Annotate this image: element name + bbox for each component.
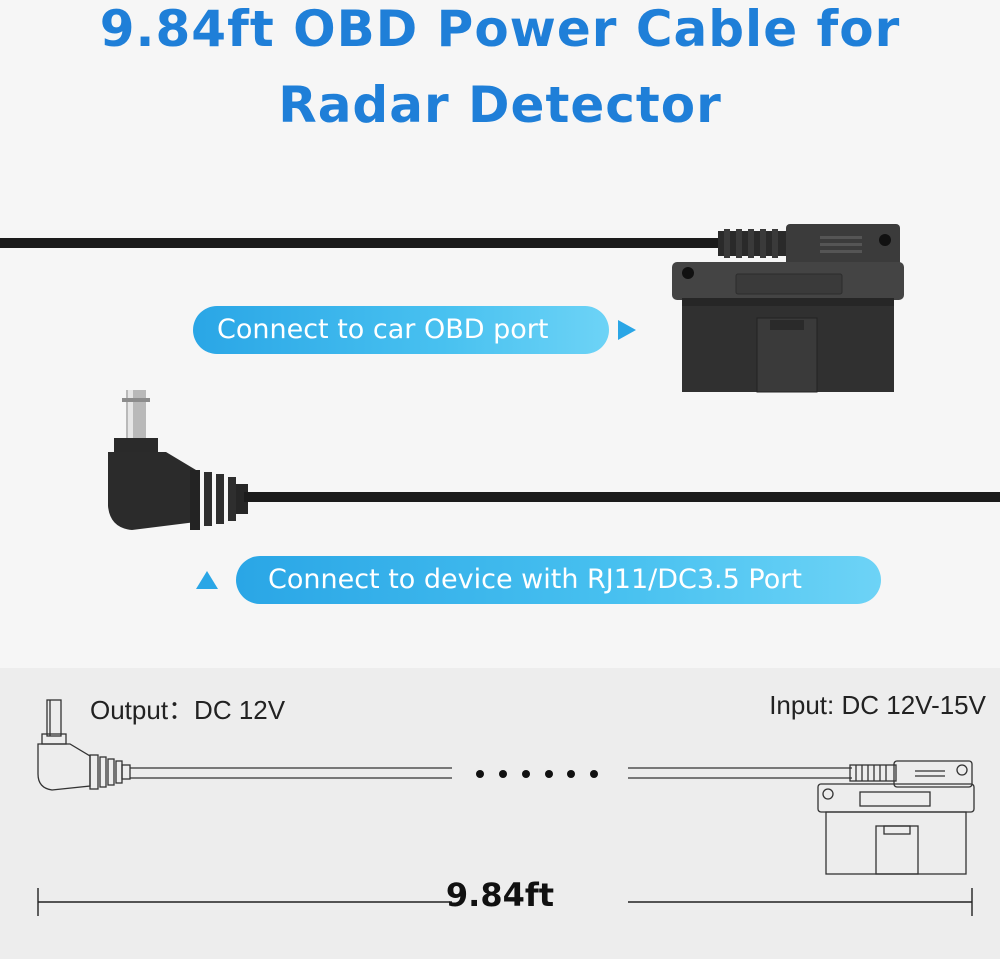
page-title-line-2: Radar Detector	[278, 76, 722, 134]
input-spec: Input: DC 12V-15V	[769, 690, 986, 720]
spec-panel	[0, 668, 1000, 959]
obd-plug-outline-icon	[817, 760, 975, 875]
cable-product-photo	[0, 224, 1000, 530]
arrow-up-icon	[196, 571, 218, 589]
dc-barrel-connector	[108, 390, 248, 530]
length-dimension-line	[37, 888, 973, 916]
obd-connector	[672, 224, 904, 393]
arrow-right-icon	[618, 320, 636, 340]
cable-length-label: 9.84ft	[445, 876, 555, 914]
continuation-dots	[476, 770, 598, 778]
top-cable	[0, 238, 740, 248]
obd-port-callout: Connect to car OBD port	[193, 306, 609, 354]
dc-plug-outline-icon	[37, 699, 131, 791]
device-port-callout: Connect to device with RJ11/DC3.5 Port	[236, 556, 881, 604]
bottom-cable	[244, 492, 1000, 502]
page-title-line-1: 9.84ft OBD Power Cable for	[99, 0, 901, 58]
output-spec: Output：DC 12V	[90, 695, 286, 725]
